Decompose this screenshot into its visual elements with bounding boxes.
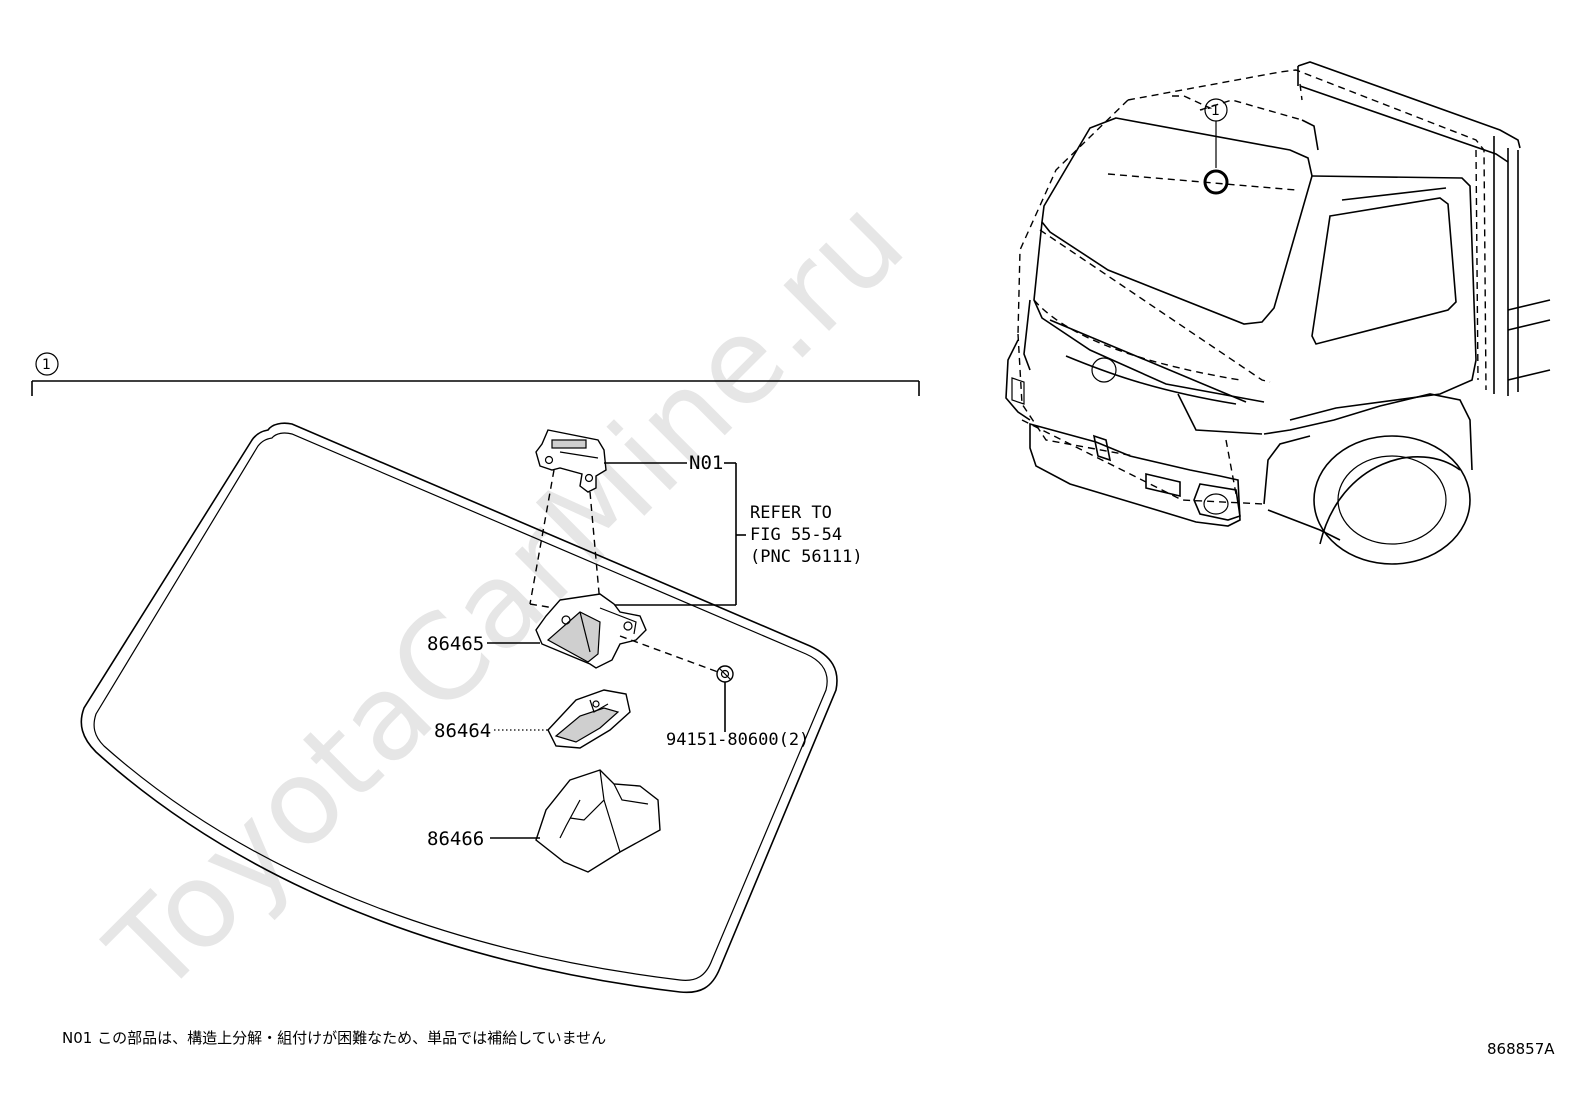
assembly-ref-number: 1 bbox=[42, 357, 51, 373]
part-86465-housing bbox=[535, 593, 647, 669]
truck-ref-number: 1 bbox=[1211, 103, 1220, 119]
truck-illustration: 1 bbox=[1005, 61, 1551, 565]
callout-86465: 86465 bbox=[427, 633, 484, 655]
part-94151-screw bbox=[716, 665, 734, 683]
callout-86464: 86464 bbox=[434, 720, 491, 742]
callout-86466: 86466 bbox=[427, 828, 484, 850]
refer-to-bracket bbox=[606, 462, 746, 606]
windshield-glass bbox=[80, 422, 838, 994]
refer-to-line-2: FIG 55-54 bbox=[750, 525, 842, 545]
refer-to-line-1: REFER TO bbox=[750, 503, 832, 523]
part-86466-cover bbox=[535, 769, 661, 873]
footnote: N01 この部品は、構造上分解・組付けが困難なため、単品では補給していません bbox=[62, 1029, 607, 1047]
part-n01-bracket bbox=[535, 429, 607, 493]
callout-n01: N01 bbox=[689, 452, 723, 474]
callout-94151-80600: 94151-80600(2) bbox=[666, 730, 809, 750]
part-86464-cover bbox=[547, 689, 631, 749]
watermark: ToyotaCarMine.ru bbox=[82, 171, 932, 1021]
assembly-bracket: 1 bbox=[31, 352, 920, 396]
refer-to-line-3: (PNC 56111) bbox=[750, 547, 863, 567]
figure-code: 868857A bbox=[1487, 1040, 1555, 1058]
